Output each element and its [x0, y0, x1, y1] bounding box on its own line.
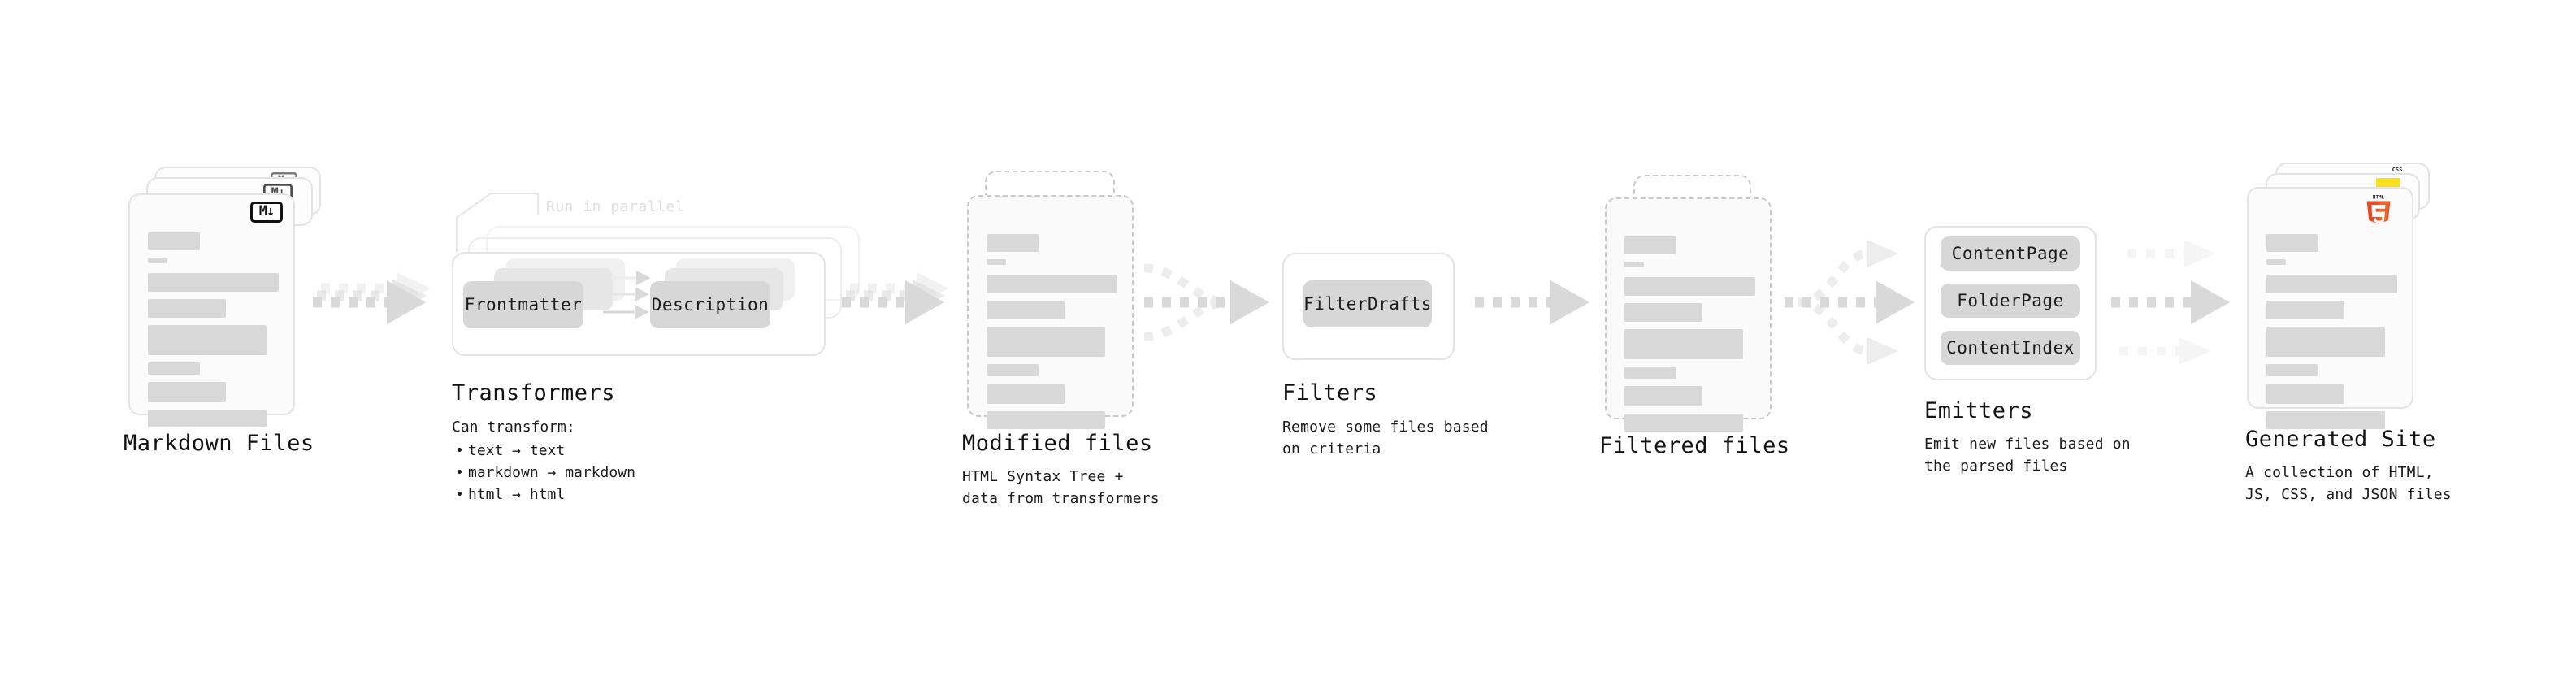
content-bar [148, 410, 267, 427]
content-bar [2266, 301, 2344, 319]
filtered-card-front [1605, 197, 1772, 432]
run-in-parallel-note: Run in parallel [546, 198, 685, 215]
arrow-modified-to-filters [1143, 263, 1269, 341]
content-bar [148, 325, 267, 355]
filtered-card-content [1624, 236, 1755, 439]
stage-title-filters: Filters [1282, 380, 1378, 406]
content-bar [1624, 236, 1676, 254]
content-bar [987, 384, 1065, 404]
filter-chip-filterdrafts[interactable]: FilterDrafts [1303, 280, 1432, 327]
content-bar [987, 275, 1117, 293]
transformers-capabilities: Can transform: text → text markdown → ma… [452, 416, 635, 505]
content-bar [987, 411, 1105, 429]
content-bar [148, 299, 226, 318]
content-bar [2266, 364, 2318, 376]
content-bar [987, 364, 1039, 376]
content-bar [2266, 384, 2344, 404]
content-bar [2266, 327, 2385, 357]
arrow-filtered-to-emitters [1785, 240, 1915, 365]
markdown-icon: M↓ [250, 202, 283, 223]
content-bar [148, 273, 279, 292]
content-bar [987, 327, 1105, 357]
site-card-content [2266, 234, 2397, 436]
css-icon-label: CSS [2392, 167, 2403, 173]
emitter-chip-contentpage[interactable]: ContentPage [1941, 236, 2080, 271]
stage-subtitle-generated-site: A collection of HTML, JS, CSS, and JSON … [2245, 464, 2452, 503]
markdown-card-content [148, 232, 279, 435]
transformers-capability-list: text → text markdown → markdown html → h… [452, 440, 635, 505]
svg-text:HTML: HTML [2373, 195, 2385, 200]
emitter-chip-label: ContentIndex [1946, 338, 2075, 358]
html5-icon-svg: HTML [2366, 195, 2391, 224]
content-bar [1624, 303, 1702, 322]
emitter-chip-label: FolderPage [1957, 291, 2064, 310]
content-bar [2266, 234, 2318, 252]
emitter-chip-label: ContentPage [1951, 244, 2070, 263]
emitter-chip-folderpage[interactable]: FolderPage [1941, 284, 2080, 318]
content-bar [148, 362, 200, 375]
content-bar [1624, 367, 1676, 379]
content-bar [1624, 277, 1755, 296]
arrow-markdown-to-transformers [313, 272, 431, 324]
list-item: markdown → markdown [455, 462, 635, 484]
emitter-chip-contentindex[interactable]: ContentIndex [1941, 331, 2080, 365]
content-bar [1624, 329, 1743, 359]
modified-card-front [967, 195, 1134, 429]
transformers-capabilities-heading: Can transform: [452, 419, 575, 436]
content-bar [148, 382, 226, 402]
stage-title-generated-site: Generated Site [2245, 427, 2436, 452]
modified-card-content [987, 234, 1117, 436]
transformer-chip-description[interactable]: Description [650, 281, 770, 328]
content-bar [2266, 411, 2385, 429]
transformer-chip-frontmatter[interactable]: Frontmatter [463, 281, 583, 328]
stage-subtitle-filters: Remove some files based on criteria [1282, 419, 1489, 458]
markdown-card-front [128, 193, 295, 427]
list-item: text → text [455, 440, 635, 462]
content-bar [148, 258, 167, 263]
html5-icon: HTML [2365, 193, 2392, 226]
content-bar [987, 234, 1039, 252]
stage-title-markdown-files: Markdown Files [124, 431, 314, 456]
arrow-emitters-to-site [2111, 240, 2230, 365]
content-bar [1624, 414, 1743, 432]
content-bar [2266, 275, 2397, 293]
filter-chip-label: FilterDrafts [1303, 294, 1432, 314]
stage-subtitle-modified-files: HTML Syntax Tree + data from transformer… [962, 468, 1160, 507]
content-bar [1624, 386, 1702, 406]
transformer-chip-label: Frontmatter [464, 295, 583, 314]
stage-title-emitters: Emitters [1924, 398, 2034, 423]
content-bar [1624, 262, 1644, 267]
site-card-front [2247, 187, 2413, 429]
transformer-chip-label: Description [651, 295, 770, 314]
arrow-filters-to-filtered [1475, 280, 1589, 324]
content-bar [148, 232, 200, 250]
stage-title-modified-files: Modified files [962, 431, 1153, 456]
content-bar [987, 259, 1006, 265]
stage-title-filtered-files: Filtered files [1599, 433, 1790, 458]
stage-title-transformers: Transformers [452, 380, 616, 406]
content-bar [987, 301, 1065, 319]
content-bar [2266, 259, 2286, 265]
stage-subtitle-emitters: Emit new files based on the parsed files [1924, 436, 2131, 475]
markdown-badge-label: M↓ [258, 202, 275, 219]
list-item: html → html [455, 484, 635, 505]
